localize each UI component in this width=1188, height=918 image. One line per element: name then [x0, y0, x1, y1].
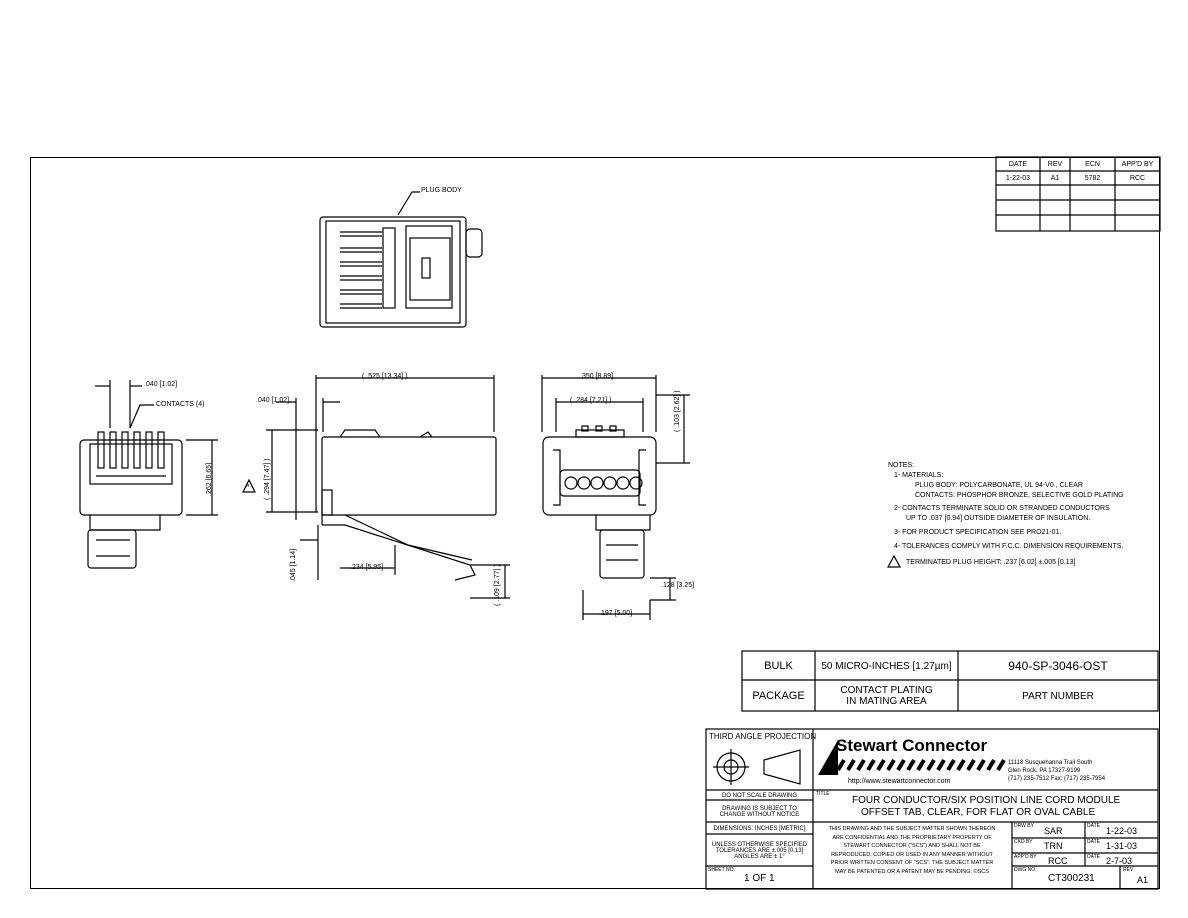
company-address-1: 11118 Susquehanna Trail South — [1008, 760, 1093, 766]
dim-284: ( .284 [7.21] ) — [570, 397, 612, 404]
note-line-2: PLUG BODY: POLYCARBONATE, UL 94-V0 , CLE… — [915, 482, 1083, 489]
title-block-grid — [705, 728, 1159, 890]
plating-label-line-2: IN MATING AREA — [846, 696, 927, 707]
date-label-3: DATE — [1087, 854, 1100, 860]
tol-line-2: TOLERANCES ARE ±.005 [0.13] — [715, 847, 804, 854]
approved-by-label: APP'D BY — [1014, 854, 1037, 860]
note-line-6: 3- FOR PRODUCT SPECIFICATION SEE PRO21-0… — [894, 529, 1062, 536]
checked-by-value: TRN — [1044, 841, 1063, 851]
revision-grid — [995, 156, 1161, 232]
note-line-1: 1- MATERIALS: — [894, 472, 944, 479]
tol-line-1: UNLESS OTHERWISE SPECIFIED — [711, 841, 808, 848]
dim-045: .045 [1.14] — [290, 548, 297, 582]
dim-040-side: .040 [1.02] — [256, 397, 290, 404]
date-value-1: 1-22-03 — [1106, 826, 1138, 836]
drawn-by-label: DRW BY — [1014, 823, 1034, 829]
title-line-1: FOUR CONDUCTOR/SIX POSITION LINE CORD MO… — [852, 795, 1121, 806]
sheet-label: SHEET NO. — [708, 867, 735, 873]
dwg-no-value: CT300231 — [1048, 873, 1095, 884]
do-not-scale: DO NOT SCALE DRAWING — [721, 792, 797, 799]
drawing-frame — [30, 157, 1160, 889]
note-line-7: 4- TOLERANCES COMPLY WITH F.C.C. DIMENSI… — [894, 543, 1124, 550]
dim-109: ( .109 [2.77] ) — [494, 564, 501, 606]
conf-line-4: REPRODUCED, COPIED OR USED IN ANY MANNER… — [831, 851, 993, 858]
rev-header-ecn: ECN — [1085, 161, 1100, 168]
conf-line-1: THIS DRAWING AND THE SUBJECT MATTER SHOW… — [828, 826, 996, 832]
company-address-3: (717) 235-7512 Fax: (717) 235-7954 — [1008, 776, 1106, 782]
note-line-3: CONTACTS: PHOSPHOR BRONZE, SELECTIVE GOL… — [915, 492, 1124, 499]
part-plating-label: CONTACT PLATING IN MATING AREA — [815, 681, 958, 711]
company-website: http://www.stewartconnector.com — [848, 778, 951, 785]
part-package: PACKAGE — [752, 690, 805, 702]
date-value-3: 2-7-03 — [1106, 856, 1133, 866]
dim-350: .350 [8.89] — [580, 373, 614, 380]
title-label: TITLE — [816, 791, 830, 797]
part-table-grid — [741, 650, 1159, 712]
dim-040-top: .040 [1.02] — [144, 381, 178, 388]
logo-stripes — [836, 758, 1006, 772]
checked-by-label: CKD BY — [1014, 839, 1033, 845]
date-value-2: 1-31-03 — [1106, 841, 1138, 851]
rev-cell-appd: RCC — [1129, 175, 1146, 182]
sheet-value: 1 OF 1 — [744, 873, 775, 884]
subject-change-line-1: DRAWING IS SUBJECT TO — [722, 805, 797, 812]
drawn-by-value: SAR — [1044, 826, 1063, 836]
rev-cell-ecn: 5782 — [1084, 175, 1101, 182]
part-number-label: PART NUMBER — [1022, 690, 1094, 702]
dim-262: .262 [6.65] — [206, 462, 213, 496]
rev-header-rev: REV — [1047, 161, 1063, 168]
company-address-2: Glen Rock, PA 17327-9199 — [1008, 768, 1081, 774]
date-label-2: DATE — [1087, 839, 1100, 845]
note-line-4: 2- CONTACTS TERMINATE SOLID OR STRANDED … — [894, 505, 1110, 512]
label-plug-body: PLUG BODY — [421, 187, 462, 194]
confidentiality-note: THIS DRAWING AND THE SUBJECT MATTER SHOW… — [814, 825, 1010, 876]
label-contacts: CONTACTS (4) — [156, 401, 205, 408]
dwg-no-label: DWG NO. — [1014, 867, 1037, 873]
part-plating-value: 50 MICRO-INCHES [1.27µm] — [821, 660, 952, 672]
side-view — [266, 375, 510, 599]
company-name: Stewart Connector — [836, 736, 988, 755]
projection-symbol — [713, 749, 801, 785]
date-label-1: DATE — [1087, 823, 1100, 829]
projection-label: THIRD ANGLE PROJECTION — [709, 732, 817, 741]
rear-view — [541, 375, 690, 620]
logo-wedge — [818, 740, 838, 775]
dim-294: ( .294 [7.47] ) — [264, 458, 271, 500]
title-line-2: OFFSET TAB, CLEAR, FOR FLAT OR OVAL CABL… — [861, 807, 1096, 818]
notes-title: NOTES: — [888, 462, 915, 469]
rev-cell-date: 1-22-03 — [1005, 175, 1031, 182]
conf-line-3: STEWART CONNECTOR ("SCS") AND SHALL NOT … — [843, 843, 981, 849]
dim-103: ( .103 [2.62] ) — [674, 390, 681, 432]
tol-line-3: ANGLES ARE ± 1° — [734, 853, 785, 860]
note-line-8: TERMINATED PLUG HEIGHT: .237 [6.02] ±.00… — [906, 559, 1076, 566]
rev-cell-rev: A1 — [1050, 175, 1060, 182]
dimensions-note: DIMENSIONS: INCHES [METRIC] — [713, 825, 806, 832]
front-view — [79, 380, 218, 569]
dim-234: .234 [5.95] — [350, 564, 384, 571]
subject-to-change: DRAWING IS SUBJECT TO CHANGE WITHOUT NOT… — [706, 801, 813, 822]
top-view — [319, 191, 483, 328]
conf-line-5: PRIOR WRITTEN CONSENT OF "SCS". THE SUBJ… — [830, 860, 994, 866]
part-bulk: BULK — [764, 660, 793, 672]
part-number: 940-SP-3046-OST — [1008, 659, 1108, 673]
dim-128: .128 [3.25] — [661, 582, 695, 589]
rev-value: A1 — [1137, 875, 1149, 885]
conf-line-6: MAY BE PATENTED OR A PATENT MAY BE PENDI… — [835, 868, 989, 875]
conf-line-2: ARE CONFIDENTIAL AND THE PROPRIETARY PRO… — [832, 834, 992, 841]
subject-change-line-2: CHANGE WITHOUT NOTICE — [719, 811, 800, 818]
tolerances-note: UNLESS OTHERWISE SPECIFIED TOLERANCES AR… — [706, 835, 813, 866]
dim-197: .197 [5.00] — [599, 610, 633, 617]
note-line-5: UP TO .037 [0.94] OUTSIDE DIAMETER OF IN… — [906, 515, 1091, 522]
rev-label: REV — [1123, 867, 1134, 873]
plating-label-line-1: CONTACT PLATING — [840, 685, 933, 696]
rev-header-appd: APP'D BY — [1121, 161, 1154, 168]
approved-by-value: RCC — [1048, 856, 1068, 866]
dim-525: ( .525 [13.34] ) — [362, 373, 408, 380]
delta-mark-side: A — [246, 483, 250, 489]
rev-header-date: DATE — [1008, 161, 1028, 168]
